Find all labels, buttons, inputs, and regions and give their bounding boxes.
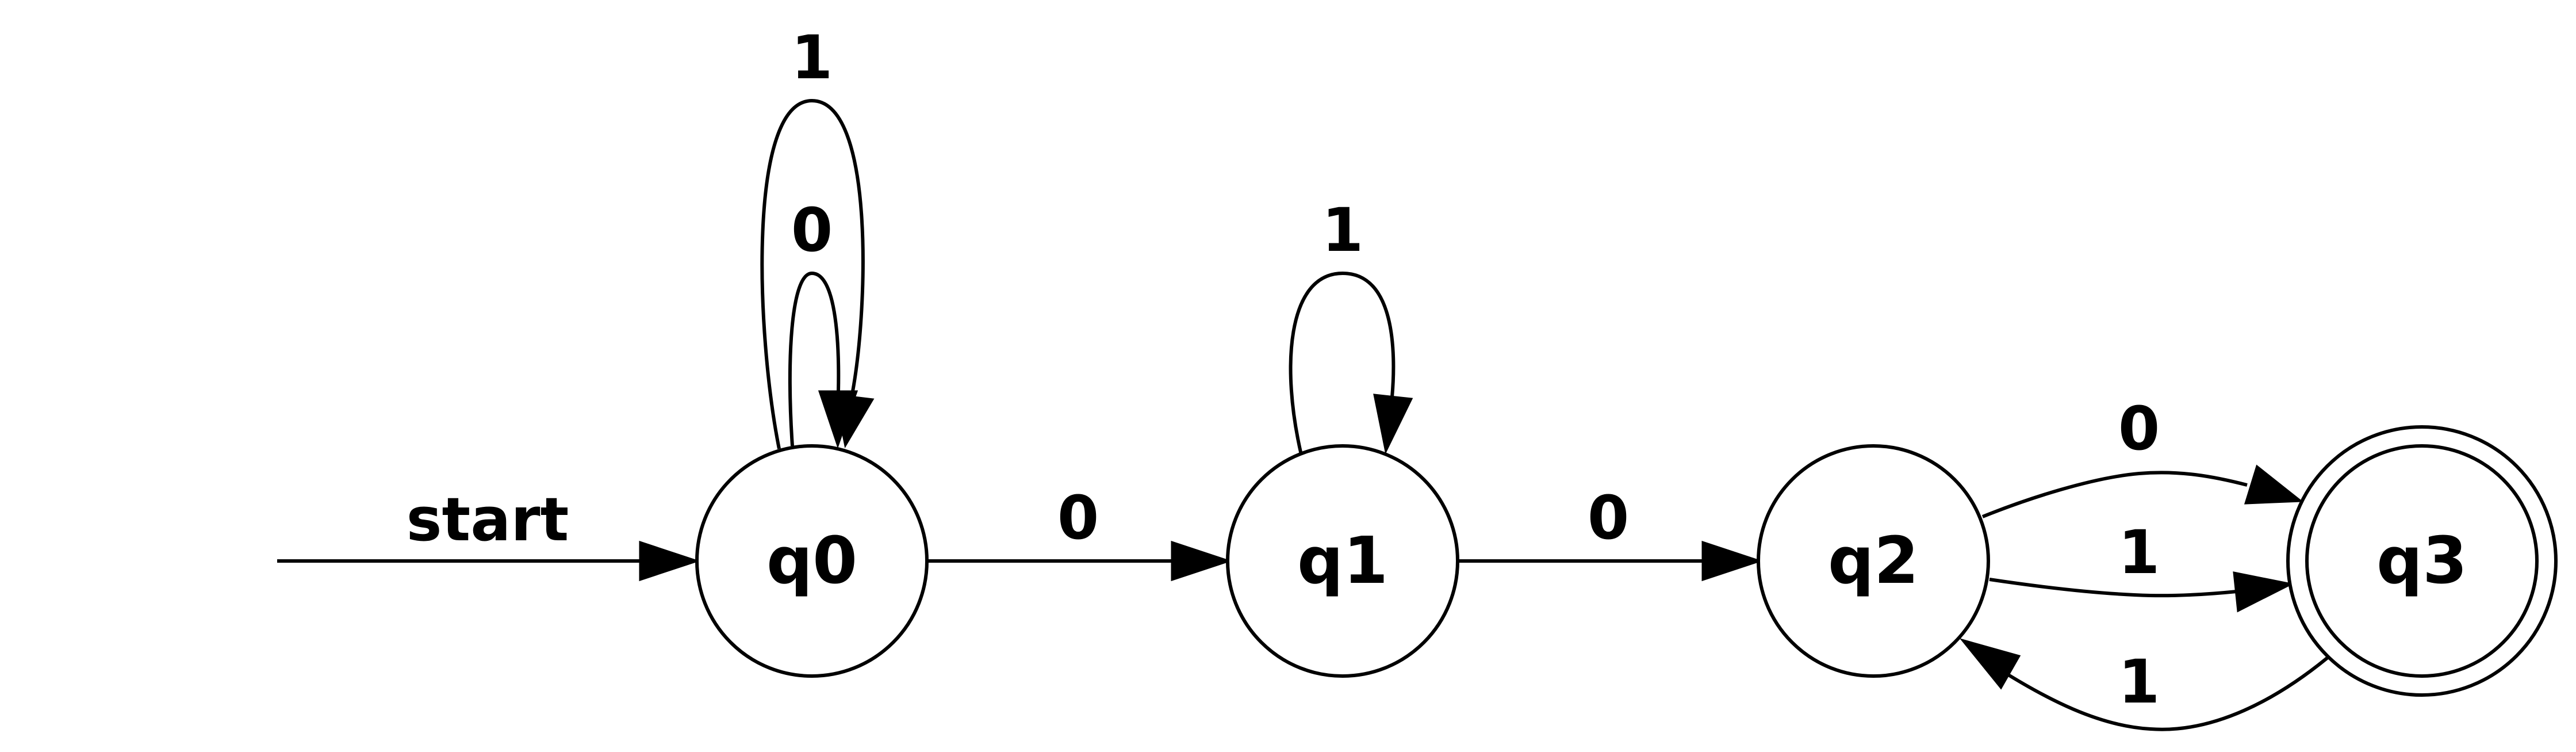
edge-q2-q3-upper-path — [1981, 471, 2248, 518]
transition-q2-q3-1: 1 — [1989, 517, 2294, 613]
start-arrow: start — [277, 484, 700, 582]
transition-q1-q1-1: 1 — [1289, 195, 1413, 455]
state-label: q0 — [766, 524, 857, 598]
loop-q1-path — [1289, 271, 1396, 455]
edge-q3-q2-lower-arrowhead — [1959, 638, 2021, 690]
state-q0-circle — [695, 444, 929, 678]
state-label: q1 — [1297, 524, 1388, 598]
start-label: start — [407, 484, 569, 555]
state-q2-circle — [1757, 444, 1990, 678]
transition-label: 1 — [2118, 517, 2160, 587]
state-label: q2 — [1828, 524, 1919, 598]
transition-q0-q1-0: 0 — [927, 483, 1232, 582]
transition-label: 0 — [2118, 394, 2160, 464]
edge-q2-q3-middle-arrowhead — [2233, 571, 2294, 613]
transition-q3-q2-1: 1 — [1959, 638, 2329, 731]
state-q1: q1 — [1226, 444, 1459, 678]
transition-label: 1 — [791, 22, 833, 93]
transition-q0-q0-0: 0 — [788, 195, 858, 449]
loop-q0-inner-arrowhead — [818, 390, 858, 449]
edge-q0-q1-arrowhead — [1171, 540, 1232, 582]
transition-q1-q2-0: 0 — [1458, 483, 1763, 582]
transition-label: 0 — [791, 195, 833, 265]
transition-label: 1 — [1322, 195, 1363, 265]
state-q3-accepting: q3 — [2286, 425, 2558, 697]
edge-q2-q3-middle-path — [1989, 578, 2237, 598]
state-q0: q0 — [695, 444, 929, 678]
transition-label: 0 — [1057, 483, 1099, 553]
state-label: q3 — [2376, 524, 2467, 598]
loop-q0-inner-path — [788, 271, 841, 446]
transition-label: 0 — [1588, 483, 1629, 553]
start-arrowhead — [639, 540, 700, 582]
loop-q1-arrowhead — [1373, 394, 1413, 455]
edge-q1-q2-arrowhead — [1701, 540, 1763, 582]
state-q1-circle — [1226, 444, 1459, 678]
transition-label: 1 — [2118, 647, 2160, 717]
loop-q0-outer-path — [760, 98, 865, 449]
edge-q3-q2-lower-path — [2000, 656, 2329, 731]
transition-q2-q3-0: 0 — [1981, 394, 2304, 518]
edge-q2-q3-upper-arrowhead — [2244, 464, 2304, 505]
state-q2: q2 — [1757, 444, 1990, 678]
state-q3-inner-circle — [2305, 444, 2539, 678]
